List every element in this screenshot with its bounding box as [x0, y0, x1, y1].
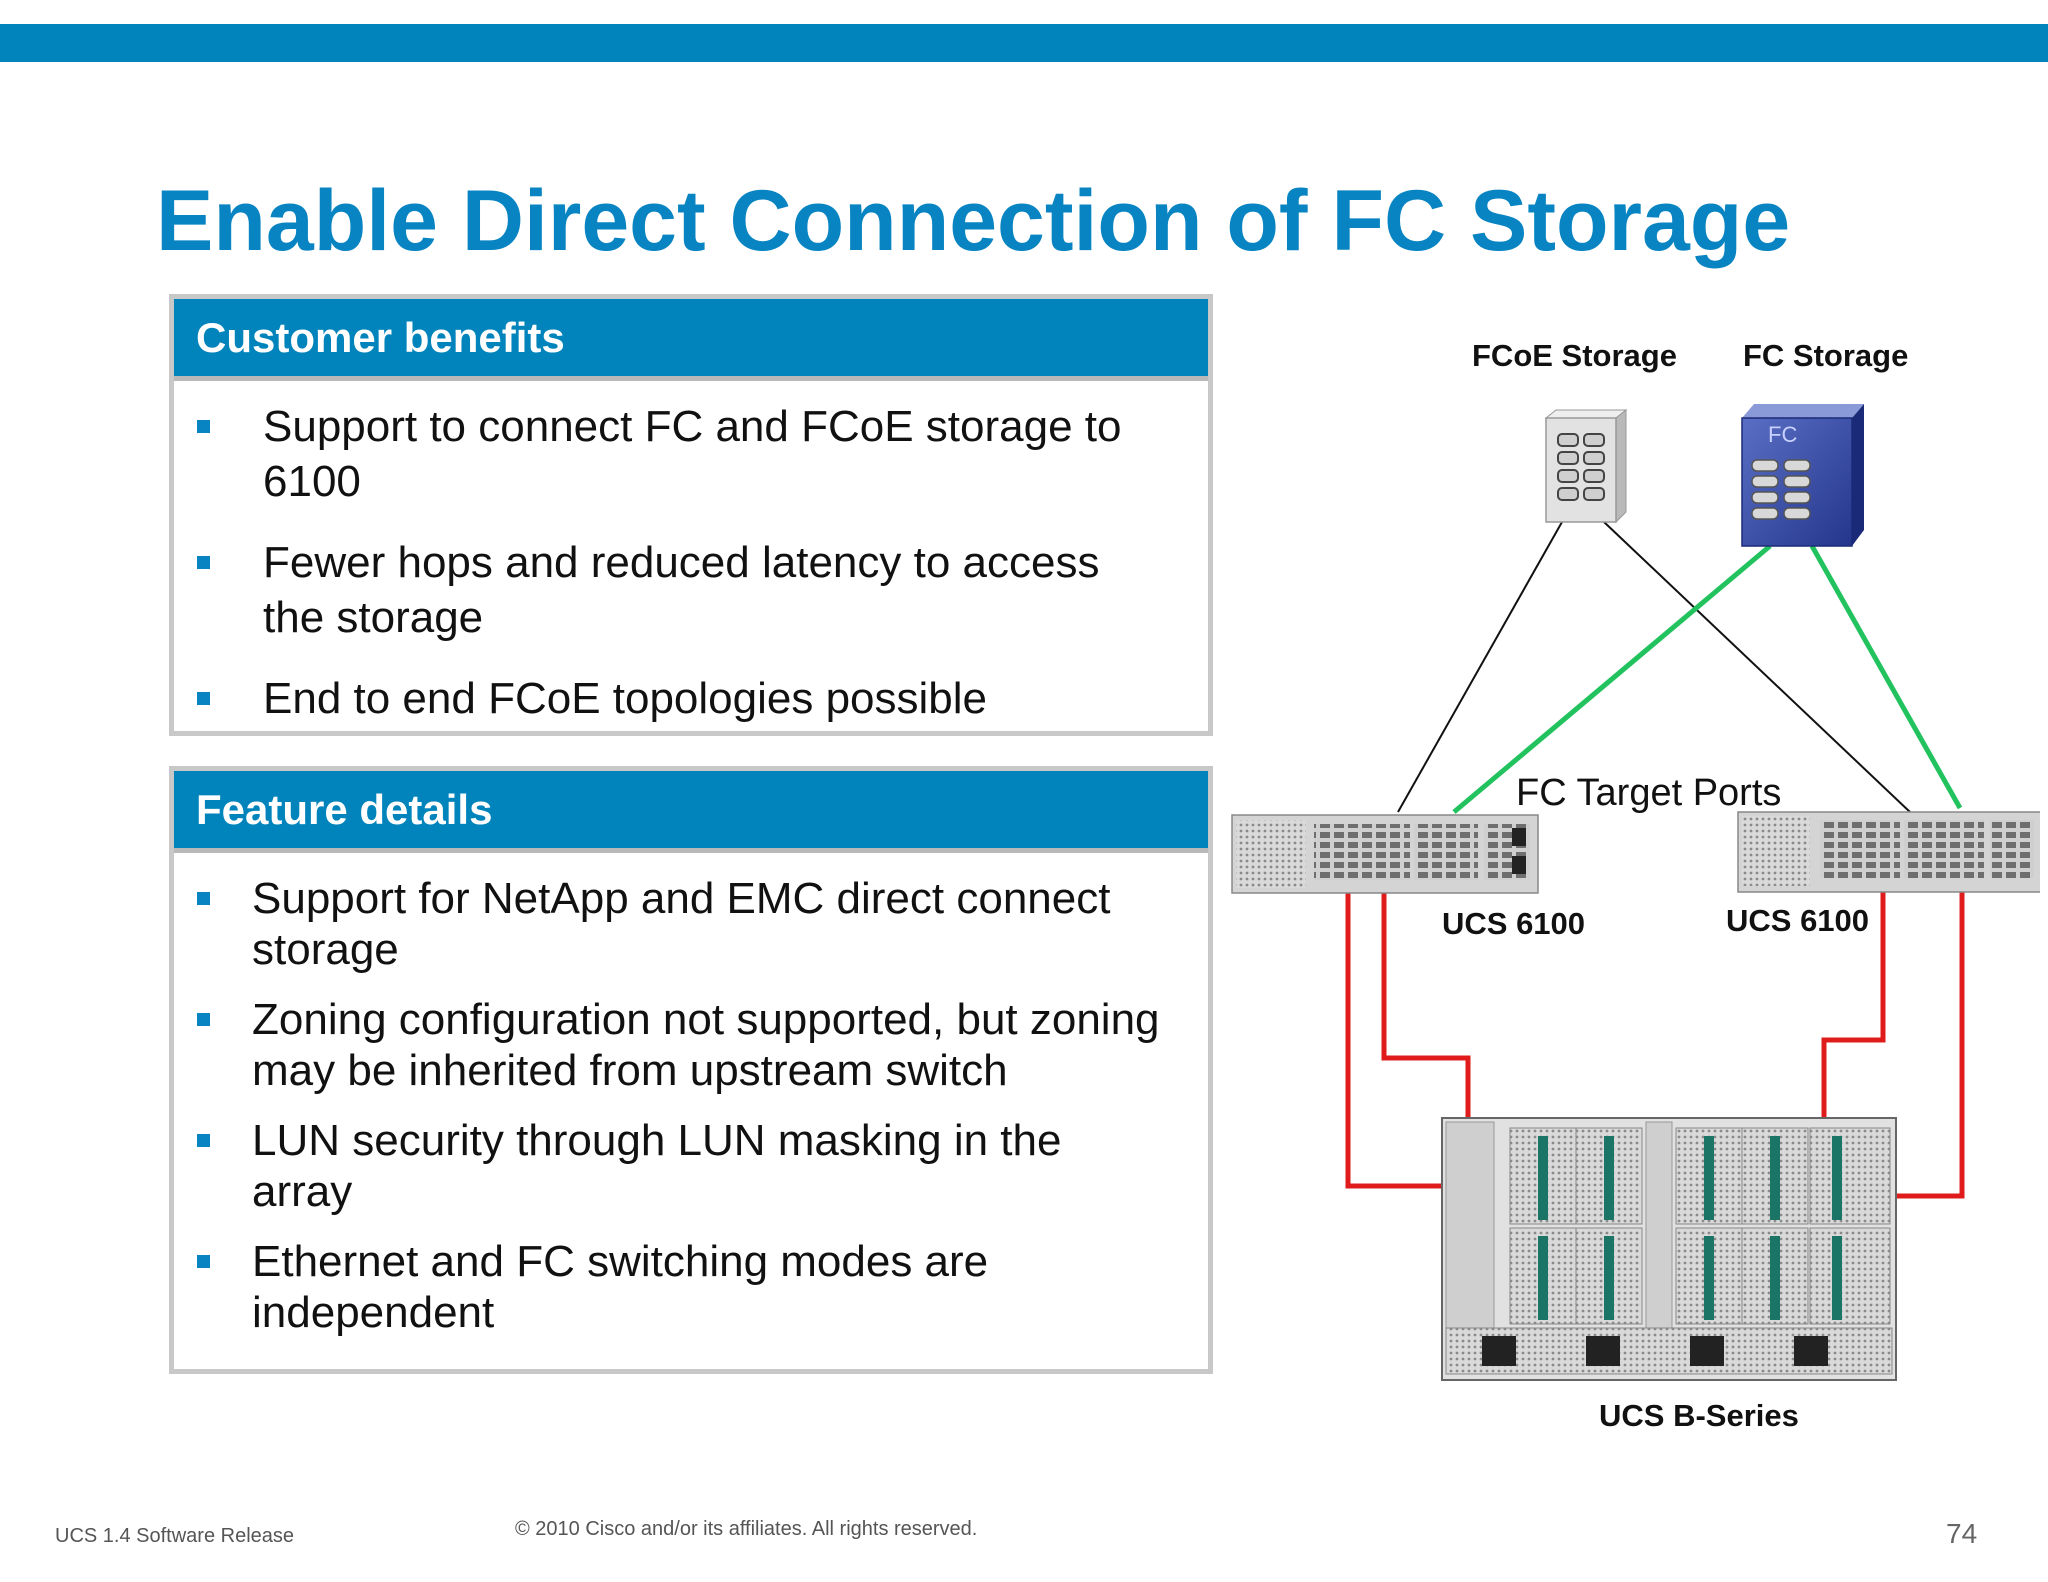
server-link — [1896, 892, 1965, 1199]
topology-diagram: FC — [1231, 404, 2040, 1381]
list-item-text: Support for NetApp and EMC direct connec… — [252, 874, 1111, 923]
ucs-b-series-label: UCS B-Series — [1599, 1398, 1799, 1433]
list-item-text: 6100 — [263, 457, 361, 506]
list-item-text: storage — [252, 925, 399, 974]
list-item-text: independent — [252, 1288, 495, 1337]
feature-details-heading: Feature details — [174, 771, 1208, 853]
list-item-text: may be inherited from upstream switch — [252, 1046, 1008, 1095]
ucs-6100-left-label: UCS 6100 — [1442, 906, 1586, 941]
slide-title: Enable Direct Connection of FC Storage — [156, 173, 1791, 269]
fc-link-right — [1809, 544, 1963, 810]
list-item-text: Fewer hops and reduced latency to access — [263, 538, 1100, 587]
list-item-text: Support to connect FC and FCoE storage t… — [263, 402, 1122, 451]
server-link — [1821, 892, 1886, 1120]
bullet-icon — [197, 1255, 210, 1268]
ucs-6100-right-label: UCS 6100 — [1726, 903, 1870, 938]
list-item-text: array — [252, 1167, 353, 1216]
page-number: 74 — [1946, 1518, 1978, 1549]
fcoe-storage-label: FCoE Storage — [1472, 338, 1677, 373]
list-item-text: End to end FCoE topologies possible — [263, 674, 988, 723]
bullet-icon — [197, 556, 210, 569]
fc-storage-label: FC Storage — [1743, 338, 1909, 373]
bullet-icon — [197, 1134, 210, 1147]
fc-link-left — [1452, 544, 1772, 814]
ucs-6100-left-switch — [1231, 814, 1539, 894]
feature-details-panel: Feature details Support for NetApp and E… — [169, 766, 1213, 1374]
server-link — [1381, 892, 1471, 1120]
bullet-icon — [197, 892, 210, 905]
list-item-text: LUN security through LUN masking in the — [252, 1116, 1062, 1165]
fcoe-link-left — [1397, 521, 1563, 813]
ucs-6100-right-switch — [1737, 811, 2040, 893]
bullet-icon — [197, 1013, 210, 1026]
customer-benefits-heading: Customer benefits — [174, 299, 1208, 381]
top-accent-bar — [0, 24, 2048, 62]
ucs-b-series-chassis — [1441, 1117, 1897, 1381]
footer-release: UCS 1.4 Software Release — [55, 1525, 295, 1547]
footer-copyright: © 2010 Cisco and/or its affiliates. All … — [515, 1518, 978, 1540]
fc-badge-label: FC — [1768, 422, 1797, 447]
fcoe-link-right — [1603, 521, 1911, 813]
list-item-text: the storage — [263, 593, 484, 642]
customer-benefits-panel: Customer benefits Support to connect FC … — [169, 294, 1213, 736]
bullet-icon — [197, 420, 210, 433]
bullet-icon — [197, 692, 210, 705]
fc-storage-icon — [1741, 404, 1864, 547]
list-item-text: Zoning configuration not supported, but … — [252, 995, 1160, 1044]
fc-target-ports-label: FC Target Ports — [1516, 772, 1782, 814]
fcoe-storage-icon — [1544, 408, 1628, 524]
server-link — [1345, 892, 1442, 1189]
list-item-text: Ethernet and FC switching modes are — [252, 1237, 989, 1286]
